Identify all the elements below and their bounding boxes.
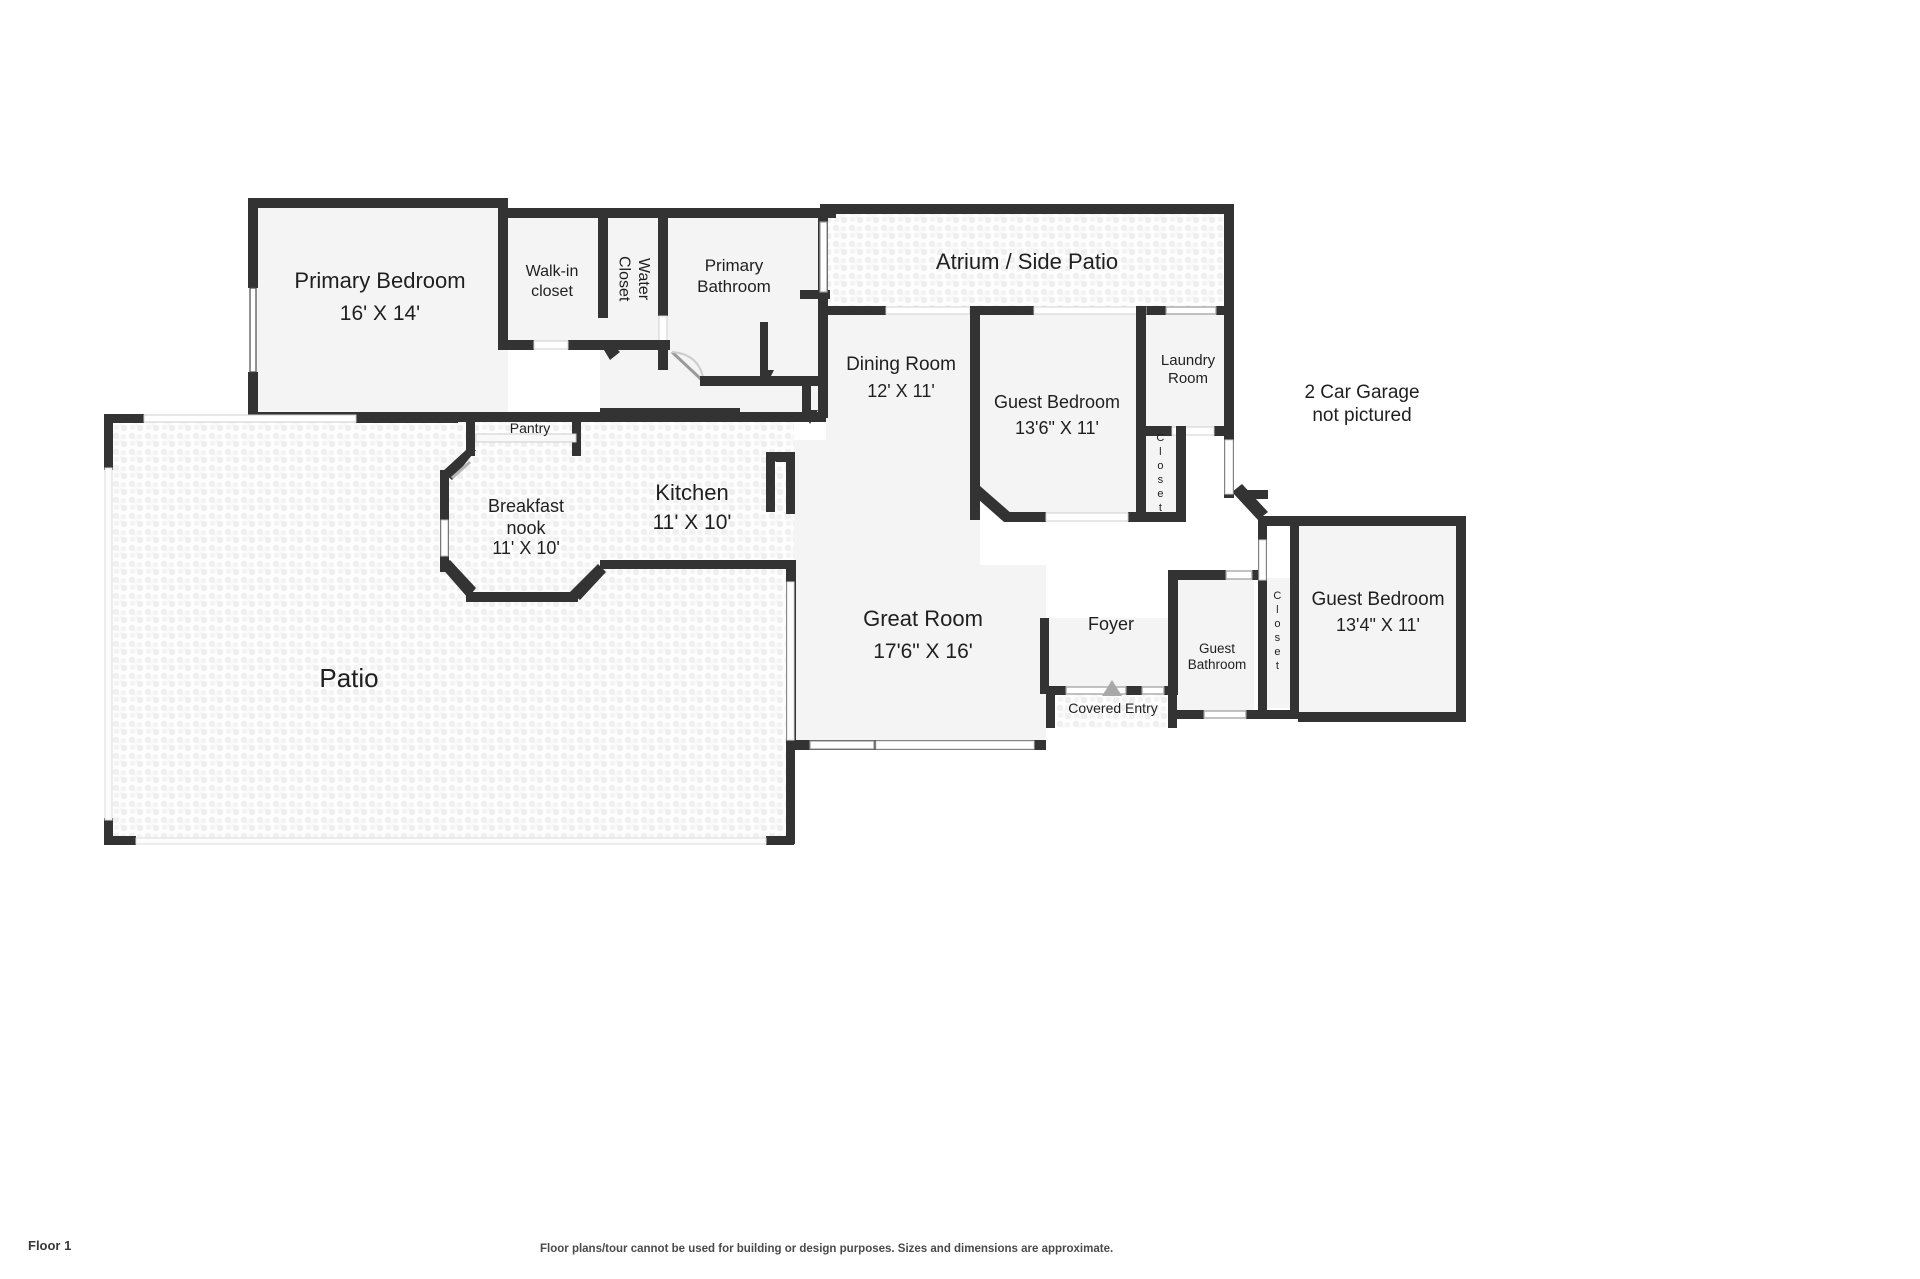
wall-pbath-left: [658, 348, 668, 370]
wall-atrium-top: [820, 204, 1234, 214]
wall-great-left-upper: [786, 452, 795, 514]
wall-dining-right: [970, 306, 980, 520]
wall-wic-bottom-a: [498, 340, 534, 350]
wall-gb2-top: [1258, 516, 1466, 526]
wall-entry-top-c: [1164, 686, 1178, 695]
wall-patio-right-a: [786, 560, 795, 582]
wall-atrium-bot-c: [1146, 306, 1166, 315]
wall-laundry-bottom-a: [1136, 426, 1172, 436]
wall-laundry-bottom-b: [1214, 426, 1234, 436]
wall-entry-top-b: [1126, 686, 1142, 695]
wall-pbath-right-stub: [800, 290, 830, 299]
wall-laundry-left-top: [1136, 306, 1146, 316]
wall-nook-angle-b: [440, 560, 476, 598]
wall-entry-top-a: [1046, 686, 1066, 695]
wall-closet1-bottom: [1136, 512, 1186, 522]
wall-laundry-right: [1224, 306, 1234, 434]
wall-wic-top: [498, 208, 608, 218]
wall-nook-angle-a: [442, 450, 476, 480]
wall-gb2-entry-a: [1240, 490, 1268, 499]
wall-kitchen-right-stub: [766, 452, 775, 512]
wall-pbath-right-b: [818, 290, 828, 310]
wall-closet1-right: [1176, 426, 1186, 522]
wall-gbath-top-a: [1168, 570, 1226, 580]
wall-closet2-bottom: [1258, 710, 1298, 719]
wall-closet1-left: [1136, 426, 1146, 522]
wall-patio-left-b: [104, 818, 113, 844]
wall-pbath-bottom: [700, 376, 826, 386]
wall-gbath-bottom-a: [1168, 710, 1204, 719]
wall-wc-right-a: [658, 208, 668, 316]
wall-gb1-bottom-a: [1004, 512, 1046, 522]
wall-kitchen-top: [458, 412, 826, 422]
room-fills: [104, 202, 1464, 844]
wall-gb2-bottom: [1298, 712, 1466, 722]
wall-atrium-bot-a: [826, 306, 886, 315]
wall-hall-right: [802, 376, 811, 418]
disclaimer-note: Floor plans/tour cannot be used for buil…: [540, 1243, 1114, 1255]
wall-pantry-left: [466, 422, 475, 456]
walls: [104, 198, 1466, 845]
wall-dining-left: [818, 306, 828, 418]
wall-primary-bed-top: [248, 198, 508, 208]
wall-kitchen-corner: [766, 452, 786, 462]
wall-foyer-left: [1040, 618, 1049, 694]
wall-patio-right-b: [786, 750, 795, 844]
wall-gb2-right: [1456, 516, 1466, 722]
wall-gbath-bottom-b: [1246, 710, 1266, 719]
wall-closet2-left: [1258, 570, 1267, 718]
wall-patio-left-a: [104, 414, 113, 470]
wall-wic-left: [498, 208, 508, 350]
wall-kitchen-bottom: [600, 560, 792, 569]
wall-nook-left: [440, 470, 449, 532]
floor-label: Floor 1: [28, 1238, 72, 1253]
wall-gb1-corner: [970, 486, 1012, 522]
wall-nook-bottom: [466, 592, 578, 602]
wall-gb1-right-a: [1136, 314, 1146, 436]
wall-primary-bed-left-b: [248, 372, 258, 422]
wall-patio-top-a: [104, 414, 144, 423]
wall-closet2-right: [1290, 522, 1299, 718]
wall-wc-left: [598, 208, 608, 318]
wall-pbath-top: [658, 208, 836, 218]
wall-wc-bottom: [600, 340, 670, 350]
wall-atrium-right: [1224, 204, 1234, 314]
wall-patio-bottom-b: [766, 836, 794, 845]
wall-wic-bottom-b: [568, 340, 602, 350]
wall-wc-top: [598, 208, 668, 218]
wall-entry-left: [1046, 694, 1055, 728]
wall-atrium-bot-b: [970, 306, 1034, 315]
wall-patio-top-b: [356, 414, 458, 423]
wall-gbath-left: [1168, 570, 1178, 690]
wall-nook-angle-c: [570, 564, 606, 600]
wall-primary-bed-left-a: [248, 198, 258, 288]
entry-arrow-icon: [1102, 680, 1122, 696]
wall-gb2-angle: [1232, 484, 1268, 520]
arrow-hall-a: [760, 370, 774, 382]
wall-pbath-stub: [760, 322, 768, 378]
wall-patio-bottom-a: [104, 836, 136, 845]
